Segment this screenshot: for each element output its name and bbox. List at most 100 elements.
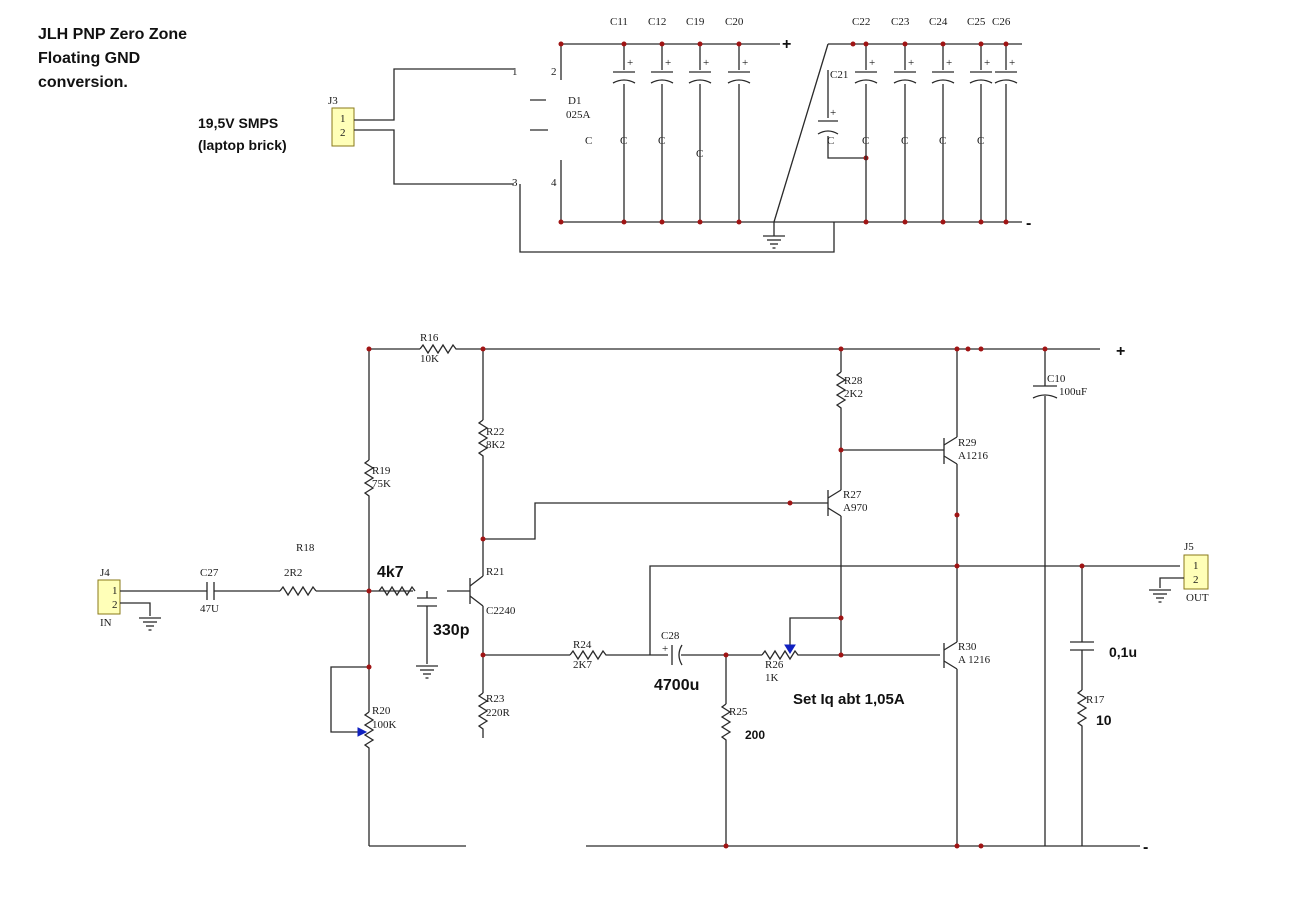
- svg-text:4700u: 4700u: [654, 677, 699, 694]
- svg-text:R25: R25: [729, 706, 748, 718]
- svg-text:10K: 10K: [420, 353, 439, 365]
- psu-input-note-1: 19,5V SMPS: [198, 115, 278, 131]
- transistor-r30-a1216: R30 A 1216: [943, 641, 991, 670]
- psu-cap-ref: C20: [725, 16, 744, 28]
- bridge-pin-2: 2: [551, 66, 557, 78]
- resistor-r16: R16 10K: [419, 332, 458, 365]
- svg-text:R27: R27: [843, 489, 862, 501]
- svg-text:2K2: 2K2: [844, 388, 863, 400]
- c21-ref: C21: [830, 69, 848, 81]
- svg-text:C10: C10: [1047, 373, 1066, 385]
- svg-text:C: C: [658, 135, 665, 147]
- title-block: JLH PNP Zero Zone Floating GND conversio…: [38, 26, 187, 91]
- svg-text:A970: A970: [843, 502, 868, 514]
- resistor-r28: R28 2K2: [835, 371, 863, 414]
- svg-text:R29: R29: [958, 437, 977, 449]
- svg-text:R22: R22: [486, 426, 504, 438]
- svg-text:OUT: OUT: [1186, 592, 1209, 604]
- resistor-r17: R17 10: [1076, 689, 1112, 734]
- svg-text:8K2: 8K2: [486, 439, 505, 451]
- psu-cap-left-2: C19+C: [686, 16, 712, 225]
- psu-wire-ac2: [354, 129, 514, 185]
- svg-text:0,1u: 0,1u: [1109, 644, 1137, 660]
- cap-c27: C27 47U: [200, 567, 219, 615]
- svg-text:C: C: [862, 135, 869, 147]
- resistor-r18: R18 2R2: [279, 542, 317, 597]
- svg-text:R18: R18: [296, 542, 315, 554]
- svg-text:A1216: A1216: [958, 450, 988, 462]
- svg-text:R16: R16: [420, 332, 439, 344]
- svg-text:+: +: [662, 643, 668, 655]
- psu-ground-icon: [762, 235, 786, 249]
- cap-0-1u: 0,1u: [1070, 641, 1137, 660]
- psu-plus-label: +: [782, 36, 791, 53]
- svg-text:+: +: [627, 57, 633, 69]
- svg-text:10: 10: [1096, 712, 1112, 728]
- psu-cap-ref: C25: [967, 16, 986, 28]
- psu-cap-ref: C26: [992, 16, 1011, 28]
- output-feedback-wire: [649, 565, 1180, 655]
- junction-dots: [366, 346, 1085, 849]
- resistor-r23: R23 220R: [471, 692, 511, 767]
- svg-text:R24: R24: [573, 639, 592, 651]
- psu-cap-left-1: C12 + C: [648, 16, 674, 225]
- j3-body: [331, 107, 355, 147]
- output-ground-icon: [1148, 589, 1172, 603]
- title-line-3: conversion.: [38, 74, 128, 91]
- svg-text:1: 1: [1193, 560, 1199, 572]
- svg-text:+: +: [703, 57, 709, 69]
- svg-text:47U: 47U: [200, 603, 219, 615]
- svg-text:+: +: [984, 57, 990, 69]
- svg-text:C: C: [901, 135, 908, 147]
- psu-capacitor-bank: C11+CC12+CC19+CC20+C22+CC23+CC24+CC25+CC…: [558, 16, 1018, 225]
- j3-pin-2: 2: [340, 127, 346, 139]
- transistor-r27-a970: R27 A970: [790, 489, 868, 517]
- psu-cap-ref: C24: [929, 16, 948, 28]
- svg-text:R17: R17: [1086, 694, 1105, 706]
- bridge-pin-3: 3: [512, 177, 518, 189]
- psu-cap-ref: C22: [852, 16, 870, 28]
- svg-text:100K: 100K: [372, 719, 397, 731]
- resistor-r25: R25 200: [720, 703, 765, 748]
- bridge-value: 025A: [566, 109, 591, 121]
- bridge-rectifier-d1: 1 2 3 4 D1 025A C: [512, 66, 592, 189]
- svg-text:+: +: [946, 57, 952, 69]
- bridge-c-label: C: [585, 135, 592, 147]
- psu-wire-ac1: [354, 68, 514, 121]
- pot-r26: R26 1K Set Iq abt 1,05A: [761, 617, 905, 708]
- psu-section: 19,5V SMPS (laptop brick) J3 1 2 1 2 3 4…: [198, 16, 1031, 253]
- svg-text:1K: 1K: [765, 672, 779, 684]
- amplifier-section: + - R16 10K R19 75K J4 1 2 IN: [97, 332, 1209, 856]
- bridge-pin-4: 4: [551, 177, 557, 189]
- svg-text:C: C: [696, 148, 703, 160]
- svg-text:R20: R20: [372, 705, 391, 717]
- svg-text:2K7: 2K7: [573, 659, 592, 671]
- svg-text:+: +: [665, 57, 671, 69]
- psu-cap-left-0: C11+C: [610, 16, 636, 225]
- psu-cap-right-1: C23+C: [891, 16, 917, 225]
- transistor-r21-c2240: R21 C2240: [469, 566, 516, 617]
- svg-text:C27: C27: [200, 567, 219, 579]
- psu-cap-ref: C23: [891, 16, 910, 28]
- svg-text:A 1216: A 1216: [958, 654, 991, 666]
- svg-text:+: +: [869, 57, 875, 69]
- svg-text:2R2: 2R2: [284, 567, 302, 579]
- svg-text:220R: 220R: [486, 707, 511, 719]
- psu-cap-ref: C12: [648, 16, 666, 28]
- psu-cap-right-0: C22 + C: [852, 16, 878, 225]
- amp-minus-label: -: [1143, 839, 1148, 856]
- svg-text:IN: IN: [100, 617, 112, 629]
- svg-text:R26: R26: [765, 659, 784, 671]
- psu-input-note-2: (laptop brick): [198, 137, 287, 153]
- svg-text:C: C: [939, 135, 946, 147]
- svg-text:C: C: [827, 135, 834, 147]
- cap-c28: C28 + 4700u: [654, 630, 699, 694]
- svg-text:R21: R21: [486, 566, 504, 578]
- svg-text:75K: 75K: [372, 478, 391, 490]
- psu-cap-right-4: C26+: [992, 16, 1018, 225]
- bridge-ref: D1: [568, 95, 581, 107]
- j3-pin-1: 1: [340, 113, 346, 125]
- amp-plus-label: +: [1116, 343, 1125, 360]
- resistor-4k7: 4k7: [377, 564, 416, 597]
